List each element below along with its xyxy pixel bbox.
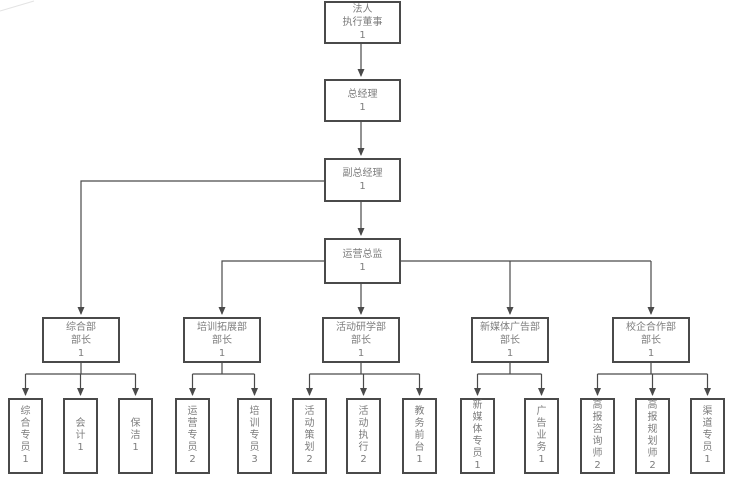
node-staff-gaokao-planner[interactable]: 高报规划师 2	[635, 398, 670, 474]
node-label: 新媒体专员	[472, 400, 483, 459]
node-count: 1	[359, 181, 366, 192]
node-dept-training-expansion[interactable]: 培训拓展部 部长 1	[183, 317, 261, 363]
node-label: 教务前台	[414, 406, 425, 453]
node-label: 培训专员	[249, 406, 260, 453]
node-dept-new-media-ads[interactable]: 新媒体广告部 部长 1	[471, 317, 549, 363]
node-label: 高报规划师	[647, 400, 658, 459]
node-count: 3	[251, 454, 258, 465]
node-label: 综合专员	[20, 406, 31, 453]
connectors	[0, 0, 711, 396]
node-count: 1	[416, 454, 423, 465]
node-label: 部长	[351, 334, 371, 346]
node-staff-training[interactable]: 培训专员 3	[237, 398, 272, 474]
node-legal-executive-director[interactable]: 法人 执行董事 1	[324, 1, 401, 44]
node-count: 1	[474, 460, 481, 471]
node-count: 2	[594, 460, 601, 471]
node-staff-ad-sales[interactable]: 广告业务 1	[524, 398, 559, 474]
node-label: 保洁	[130, 418, 141, 441]
node-label: 执行董事	[342, 17, 383, 28]
node-staff-new-media[interactable]: 新媒体专员 1	[460, 398, 495, 474]
node-staff-event-execution[interactable]: 活动执行 2	[346, 398, 381, 474]
node-count: 2	[306, 454, 313, 465]
node-label: 会计	[75, 418, 86, 441]
node-label: 运营专员	[187, 406, 198, 453]
node-count: 1	[77, 347, 85, 359]
node-count: 2	[360, 454, 367, 465]
node-deputy-general-manager[interactable]: 副总经理 1	[324, 158, 401, 202]
node-count: 1	[132, 442, 139, 453]
node-count: 1	[647, 347, 655, 359]
node-staff-channel[interactable]: 渠道专员 1	[690, 398, 725, 474]
node-count: 1	[359, 262, 366, 273]
node-label: 部长	[212, 334, 232, 346]
node-count: 1	[506, 347, 514, 359]
node-count: 1	[218, 347, 226, 359]
node-count: 1	[359, 30, 366, 41]
node-label: 副总经理	[342, 168, 383, 179]
node-count: 1	[538, 454, 545, 465]
node-label: 总经理	[347, 88, 378, 100]
node-staff-cleaner[interactable]: 保洁 1	[118, 398, 153, 474]
node-label: 部长	[641, 334, 661, 346]
node-count: 1	[704, 454, 711, 465]
corner-mark-line	[0, 0, 35, 12]
node-dept-school-enterprise[interactable]: 校企合作部 部长 1	[612, 317, 690, 363]
node-staff-gaokao-consultant[interactable]: 高报咨询师 2	[580, 398, 615, 474]
node-count: 1	[357, 347, 365, 359]
node-label: 法人	[352, 4, 373, 15]
node-staff-accountant[interactable]: 会计 1	[63, 398, 98, 474]
node-label: 综合部	[66, 321, 96, 333]
node-count: 1	[359, 101, 366, 113]
node-general-manager[interactable]: 总经理 1	[324, 79, 401, 122]
node-dept-general-affairs[interactable]: 综合部 部长 1	[42, 317, 120, 363]
node-label: 活动执行	[358, 406, 369, 453]
node-label: 校企合作部	[626, 321, 676, 333]
node-label: 部长	[500, 334, 520, 346]
node-operations-director[interactable]: 运营总监 1	[324, 238, 401, 284]
node-label: 培训拓展部	[197, 321, 247, 333]
node-label: 高报咨询师	[592, 400, 603, 459]
node-staff-general[interactable]: 综合专员 1	[8, 398, 43, 474]
node-count: 2	[649, 460, 656, 471]
node-count: 2	[189, 454, 196, 465]
node-label: 活动研学部	[336, 321, 386, 333]
node-count: 1	[77, 442, 84, 453]
node-label: 部长	[71, 334, 91, 346]
node-count: 1	[22, 454, 29, 465]
node-label: 活动策划	[304, 406, 315, 453]
node-dept-activity-research[interactable]: 活动研学部 部长 1	[322, 317, 400, 363]
node-staff-operations[interactable]: 运营专员 2	[175, 398, 210, 474]
node-label: 运营总监	[342, 249, 383, 260]
node-staff-front-desk[interactable]: 教务前台 1	[402, 398, 437, 474]
node-label: 新媒体广告部	[480, 321, 540, 333]
node-label: 广告业务	[536, 406, 547, 453]
node-label: 渠道专员	[702, 406, 713, 453]
node-staff-event-planning[interactable]: 活动策划 2	[292, 398, 327, 474]
